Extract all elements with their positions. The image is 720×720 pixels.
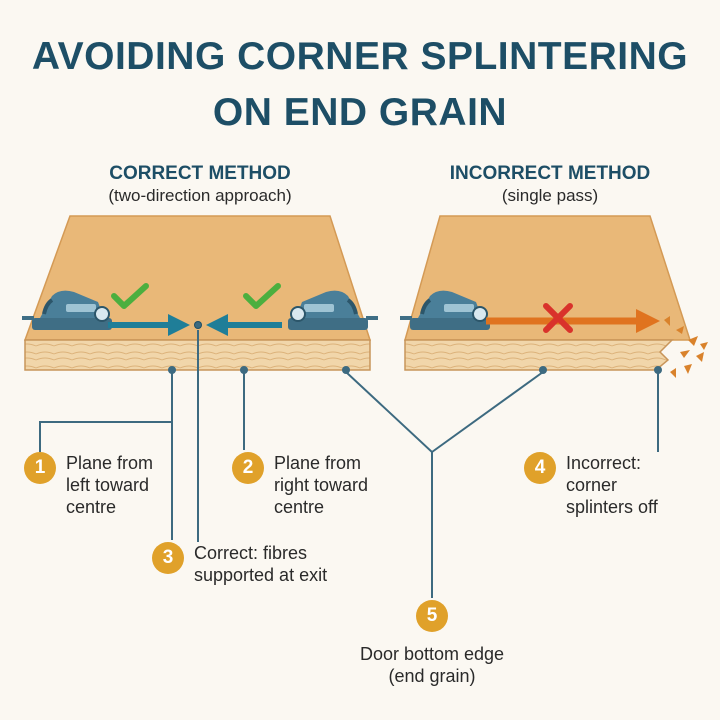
correct-method-subtitle: (two-direction approach) [108,186,292,205]
splinter-icon [664,316,708,378]
callout-4-line: splinters off [566,497,658,517]
callout-3-label: Correct: fibres supported at exit [194,542,327,586]
leader-lines [39,330,659,598]
right-to-centre-arrow [206,314,282,336]
callout-1-line: left toward [66,475,150,495]
callout-4-line: Incorrect: [566,453,642,473]
callout-2-line: Plane from [274,453,362,473]
incorrect-method-title: INCORRECT METHOD [449,163,651,184]
callout-5-line: (end grain) [388,666,476,686]
page-title-line-1: AVOIDING CORNER SPLINTERING [31,35,689,78]
incorrect-method-subtitle: (single pass) [501,186,599,205]
cross-icon [543,303,573,333]
callout-3-line: Correct: fibres [194,543,308,563]
hand-plane-icon [22,290,112,330]
callout-2-badge: 2 [232,452,264,484]
correct-method-header: CORRECT METHOD (two-direction approach) [60,163,340,206]
callout-3-badge: 3 [152,542,184,574]
callout-4-line: corner [566,475,618,495]
callout-1-label: Plane from left toward centre [66,452,153,518]
callout-5-badge: 5 [416,600,448,632]
callout-1-line: centre [66,497,117,517]
correct-method-title: CORRECT METHOD [109,163,291,184]
incorrect-board-end-grain [404,339,674,371]
page-title-line-2: ON END GRAIN [212,91,508,134]
check-icon [111,283,149,309]
hand-plane-icon [400,290,490,330]
incorrect-method-header: INCORRECT METHOD (single pass) [410,163,690,206]
check-icon [243,283,281,309]
callout-1-line: Plane from [66,453,154,473]
leader-dots [168,322,662,374]
callout-2-line: centre [274,497,325,517]
callout-4-label: Incorrect: corner splinters off [566,452,658,518]
callout-4-badge: 4 [524,452,556,484]
callout-2-line: right toward [274,475,369,495]
callout-5-label: Door bottom edge (end grain) [332,643,532,687]
callout-5-line: Door bottom edge [359,644,505,664]
callout-3-line: supported at exit [194,565,328,585]
callout-2-label: Plane from right toward centre [274,452,368,518]
hand-plane-icon [288,290,378,330]
callout-1-badge: 1 [24,452,56,484]
left-to-centre-arrow [108,314,190,336]
